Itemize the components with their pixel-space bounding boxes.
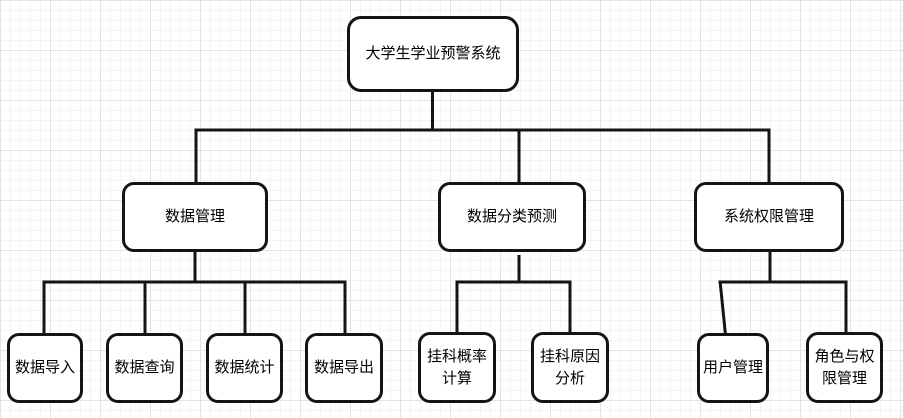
node-system-permission-management[interactable]: 系统权限管理 bbox=[694, 182, 844, 252]
node-role-permission-management-label: 角色与权限管理 bbox=[814, 347, 875, 387]
node-role-permission-management[interactable]: 角色与权限管理 bbox=[806, 332, 883, 403]
node-data-import-label: 数据导入 bbox=[14, 359, 75, 377]
node-data-management-label: 数据管理 bbox=[164, 208, 225, 226]
node-root[interactable]: 大学生学业预警系统 bbox=[347, 16, 519, 92]
node-data-export[interactable]: 数据导出 bbox=[305, 333, 383, 403]
node-data-classification-predict[interactable]: 数据分类预测 bbox=[438, 182, 586, 252]
node-data-statistics-label: 数据统计 bbox=[214, 359, 275, 377]
node-root-label: 大学生学业预警系统 bbox=[365, 45, 501, 63]
node-user-management[interactable]: 用户管理 bbox=[697, 333, 769, 403]
node-data-management[interactable]: 数据管理 bbox=[122, 182, 268, 252]
node-fail-reason-analysis[interactable]: 挂科原因分析 bbox=[531, 332, 609, 403]
node-data-classification-predict-label: 数据分类预测 bbox=[466, 208, 557, 226]
node-fail-reason-analysis-label: 挂科原因分析 bbox=[539, 347, 600, 387]
node-system-permission-management-label: 系统权限管理 bbox=[723, 208, 814, 226]
connector-drop-user-management bbox=[718, 280, 728, 341]
node-fail-probability-calculation[interactable]: 挂科概率计算 bbox=[418, 332, 496, 403]
node-data-query-label: 数据查询 bbox=[114, 359, 175, 377]
node-data-query[interactable]: 数据查询 bbox=[106, 333, 183, 403]
node-data-statistics[interactable]: 数据统计 bbox=[206, 333, 283, 403]
node-fail-probability-calculation-label: 挂科概率计算 bbox=[426, 347, 487, 387]
node-user-management-label: 用户管理 bbox=[702, 359, 763, 377]
node-data-import[interactable]: 数据导入 bbox=[7, 333, 83, 403]
node-data-export-label: 数据导出 bbox=[313, 359, 374, 377]
